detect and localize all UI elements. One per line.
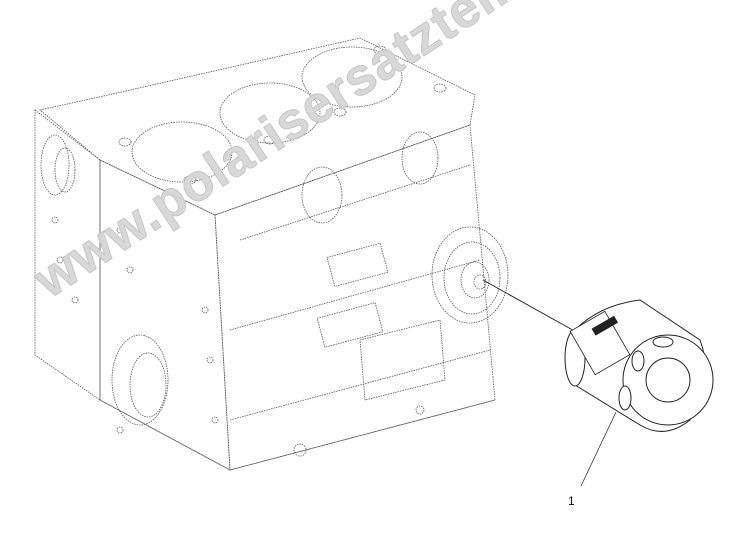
callout-1-label: 1 (568, 494, 575, 508)
oil-filter (564, 299, 714, 432)
engine-block (34, 37, 509, 471)
callout-leader-line (580, 411, 617, 487)
filter-label-panel (569, 310, 631, 376)
filter-leader-line (482, 279, 579, 334)
